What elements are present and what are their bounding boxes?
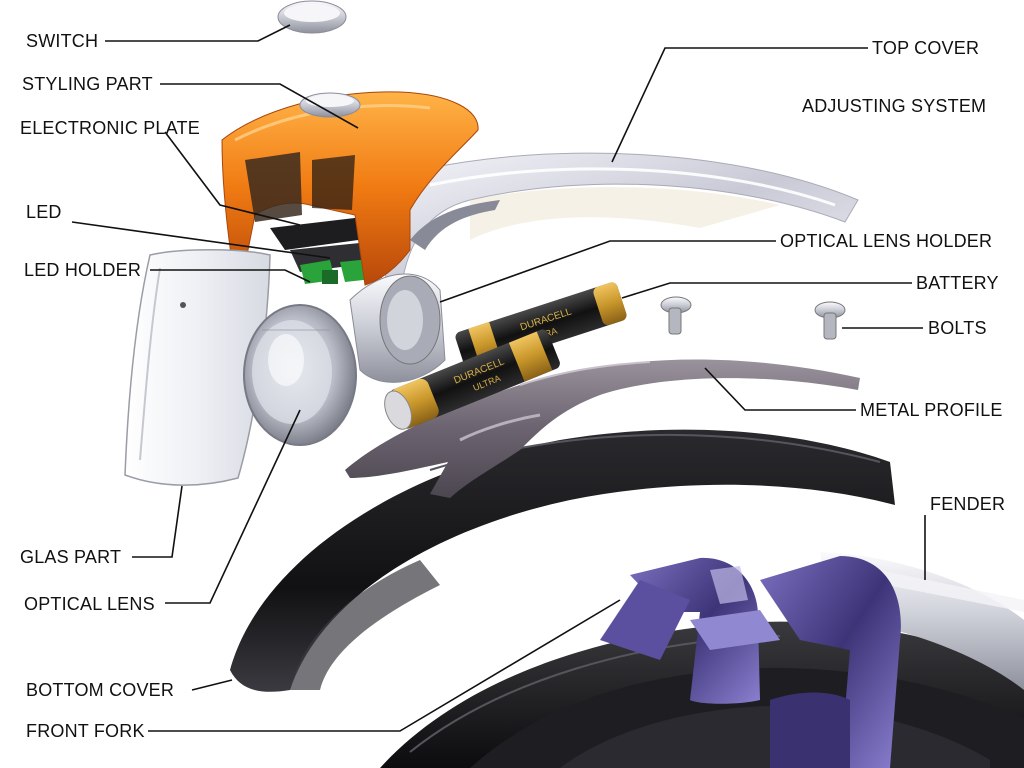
leader-optical-lens	[165, 409, 301, 604]
leader-electronic-plate	[164, 131, 301, 226]
leader-lines	[71, 24, 926, 732]
bottom-cover	[230, 429, 895, 692]
label-bolts: BOLTS	[928, 318, 987, 338]
glas-part	[124, 249, 271, 486]
label-electronic-plate: ELECTRONIC PLATE	[20, 118, 200, 138]
front-fork	[600, 556, 901, 768]
label-styling-part: STYLING PART	[22, 74, 153, 94]
label-metal-profile: METAL PROFILE	[860, 400, 1003, 420]
batteries: DURACELL ULTRA DURACELL ULTRA	[384, 282, 627, 430]
label-front-fork: FRONT FORK	[26, 721, 145, 741]
optical-lens-holder	[349, 273, 446, 383]
label-optical-lens-holder: OPTICAL LENS HOLDER	[780, 231, 993, 251]
label-bottom-cover: BOTTOM COVER	[26, 680, 175, 700]
leader-battery	[621, 282, 912, 299]
leader-front-fork	[148, 599, 621, 732]
top-cover	[384, 152, 859, 301]
metal-profile	[345, 359, 860, 498]
label-adjusting-system: ADJUSTING SYSTEM	[802, 96, 987, 116]
styling-part	[221, 91, 479, 286]
leader-optical-lens-holder	[439, 240, 776, 303]
label-led: LED	[26, 202, 62, 222]
leader-metal-profile	[704, 367, 856, 411]
label-switch: SWITCH	[26, 31, 99, 51]
label-fender: FENDER	[930, 494, 1006, 514]
label-glas-part: GLAS PART	[20, 547, 122, 567]
leader-glas-part	[132, 485, 183, 558]
bolts	[660, 296, 846, 340]
leader-top-cover	[611, 47, 868, 163]
switch	[277, 0, 361, 118]
label-optical-lens: OPTICAL LENS	[24, 594, 155, 614]
leader-bottom-cover	[191, 679, 233, 691]
label-battery: BATTERY	[916, 273, 999, 293]
label-led-holder: LED HOLDER	[24, 260, 142, 280]
label-top-cover: TOP COVER	[872, 38, 980, 58]
leader-led	[71, 221, 331, 259]
leader-switch	[105, 24, 291, 42]
leader-styling-part	[160, 83, 359, 129]
leader-led-holder	[150, 269, 311, 283]
optical-lens	[243, 304, 357, 446]
